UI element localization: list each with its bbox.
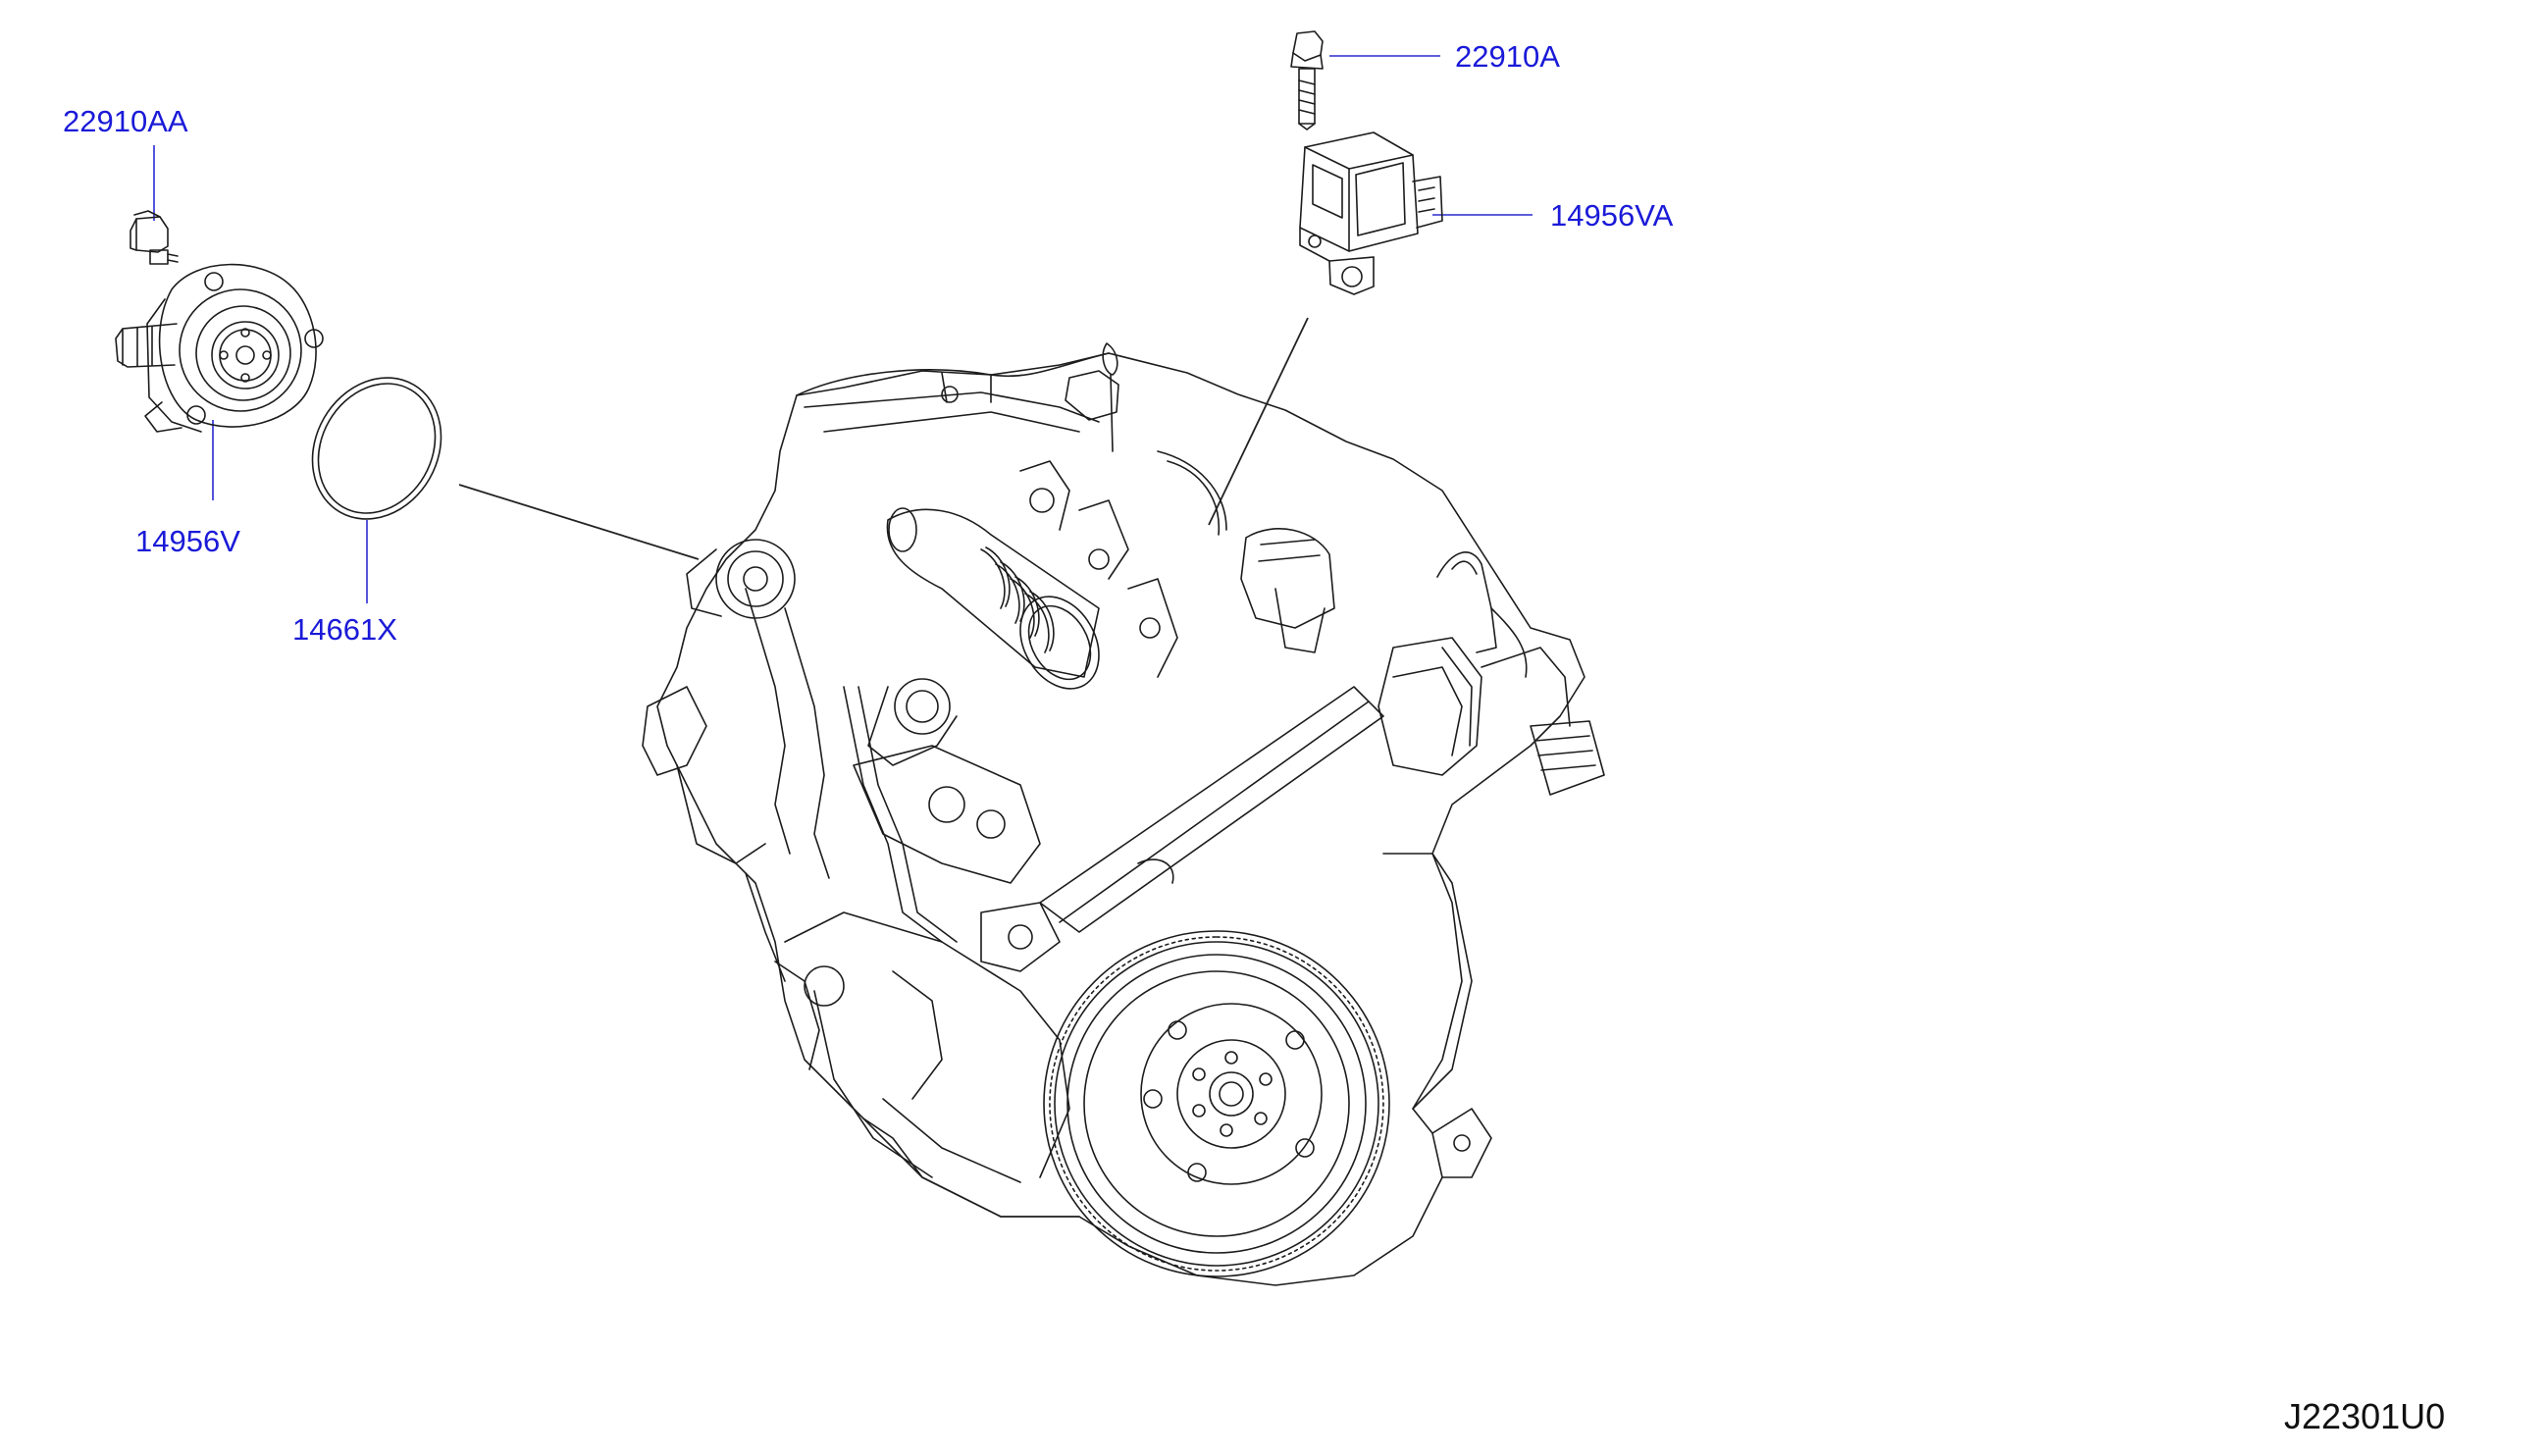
diagram-code: J22301U0 bbox=[2284, 1396, 2445, 1436]
bolt-22910A bbox=[1290, 30, 1324, 130]
part-label-14661X: 14661X bbox=[292, 612, 397, 647]
part-label-14956VA: 14956VA bbox=[1550, 198, 1674, 233]
pump-14956V bbox=[115, 263, 324, 433]
leader-lines bbox=[153, 55, 1533, 603]
leader-sensor-to-engine bbox=[1208, 317, 1309, 526]
sensor-14956VA bbox=[1299, 131, 1443, 295]
flywheel bbox=[1043, 930, 1390, 1277]
part-label-22910AA: 22910AA bbox=[63, 104, 188, 138]
o-ring-14661X bbox=[311, 377, 442, 520]
leader-o-ring-to-engine bbox=[458, 484, 700, 560]
part-label-22910A: 22910A bbox=[1455, 39, 1560, 74]
engine-assembly bbox=[642, 342, 1605, 1286]
bolt-22910AA bbox=[130, 210, 179, 265]
part-label-14956V: 14956V bbox=[135, 524, 240, 558]
